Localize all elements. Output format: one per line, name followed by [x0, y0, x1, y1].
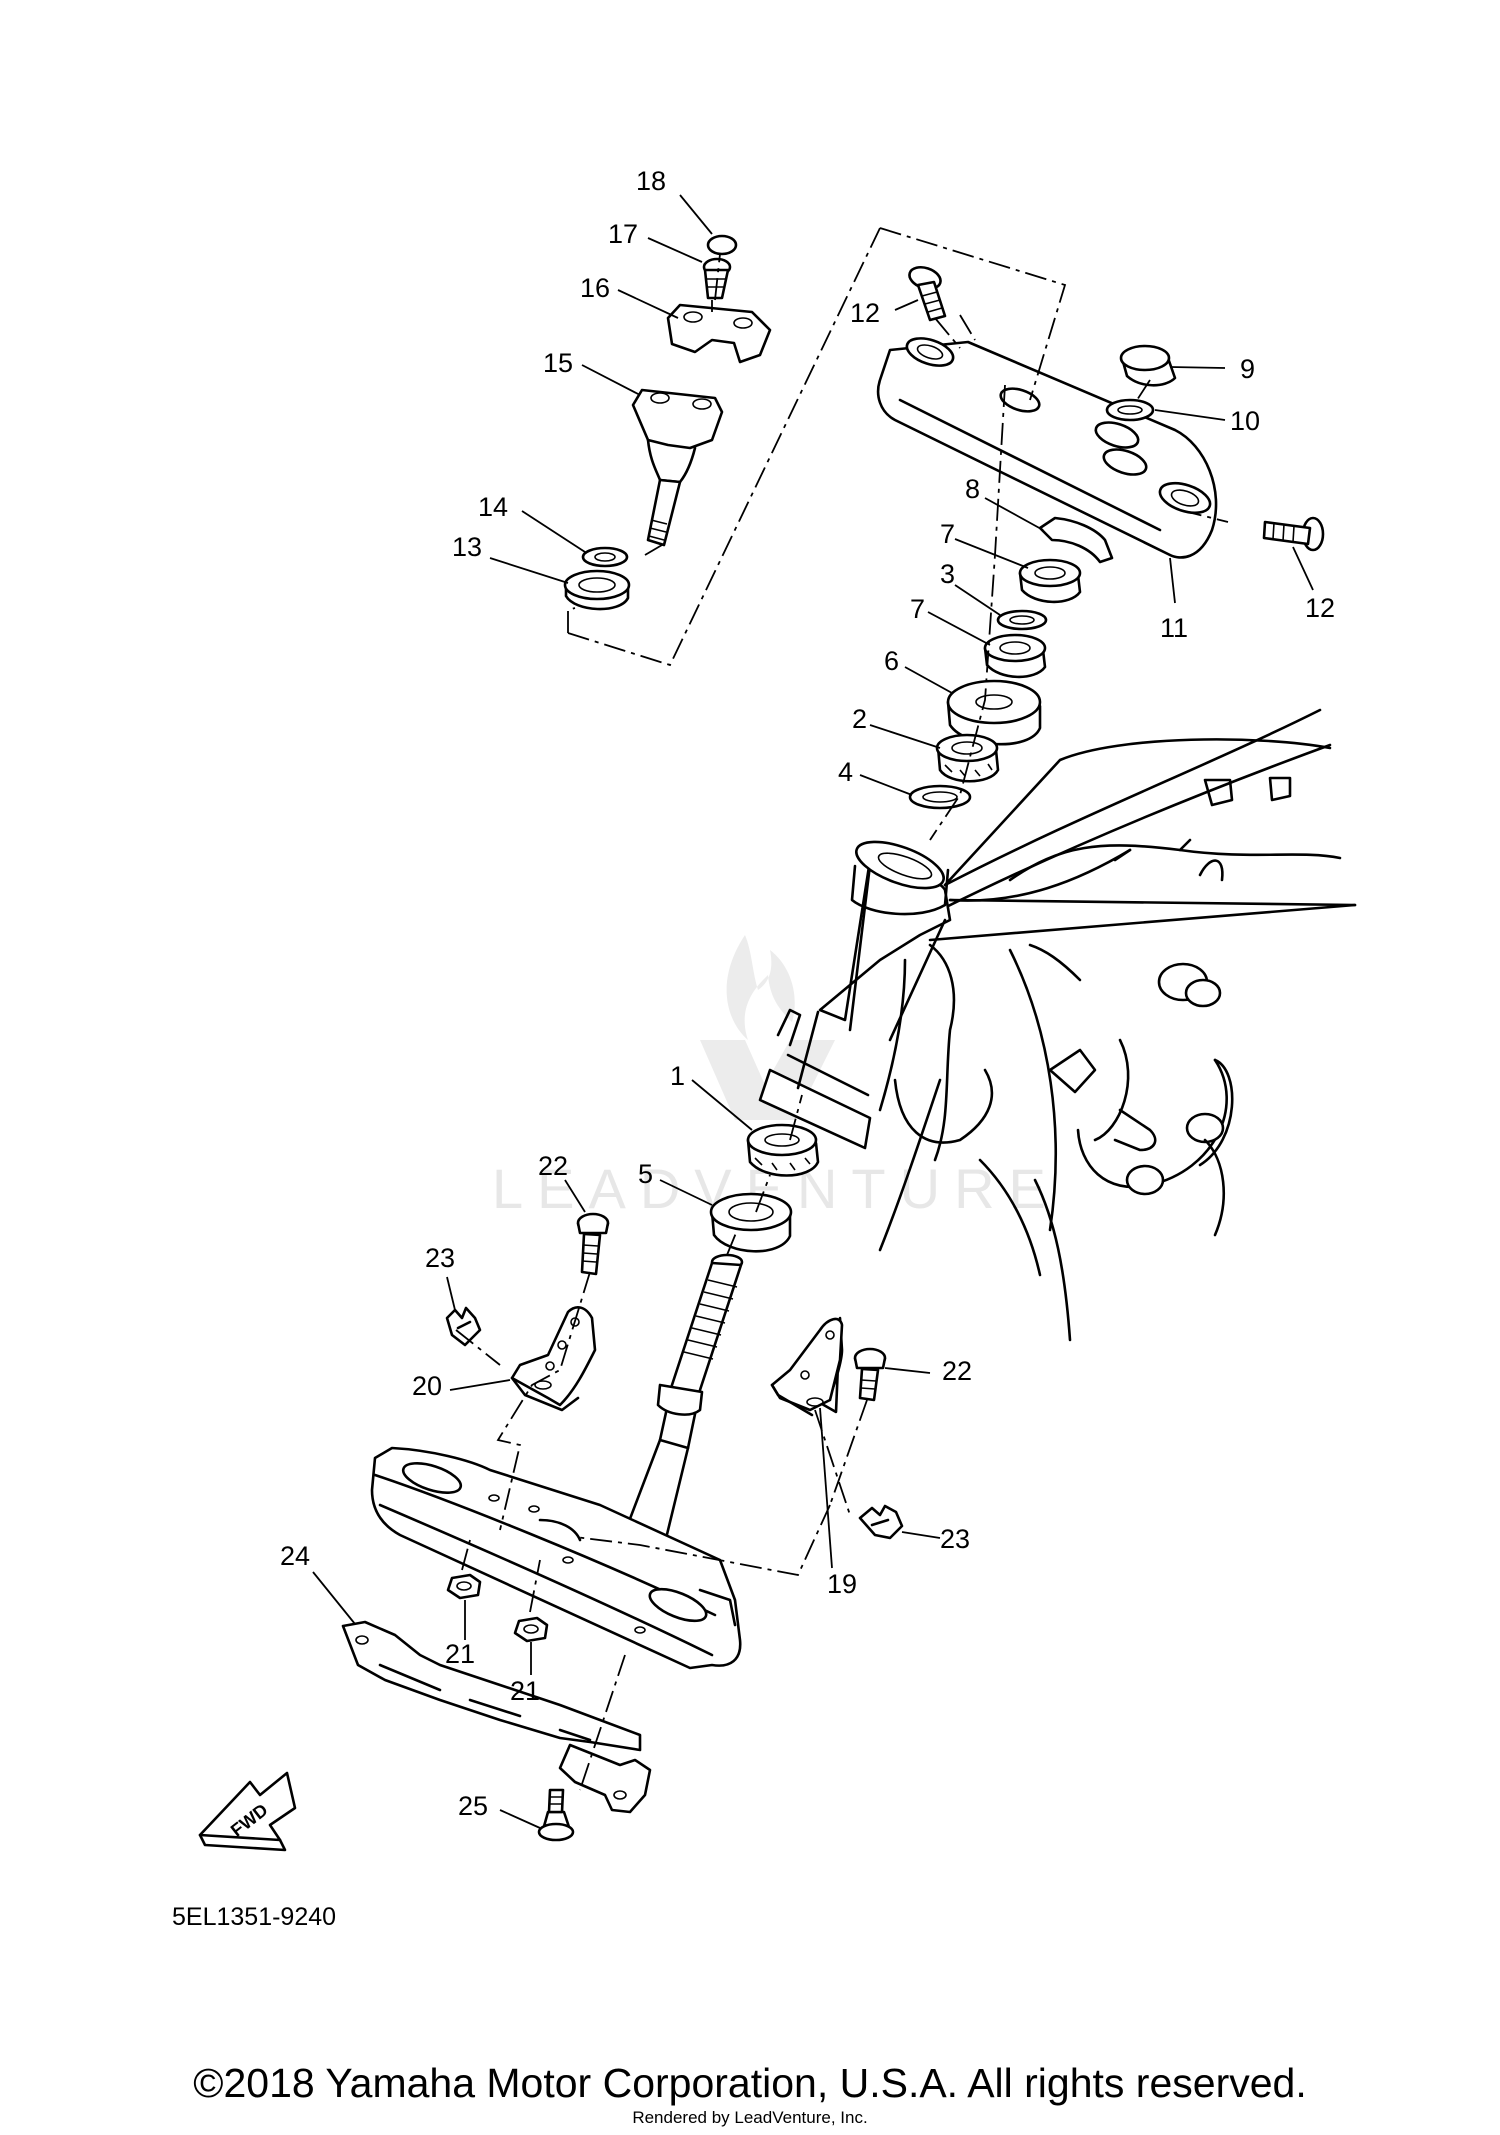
callout-22-left: 22 [538, 1151, 568, 1181]
callout-20: 20 [412, 1371, 442, 1401]
cap-18 [706, 234, 738, 256]
bolt-17 [702, 257, 732, 300]
callout-4: 4 [838, 757, 853, 787]
upper-bracket [876, 337, 1218, 559]
callout-24: 24 [280, 1541, 310, 1571]
rendered-by-notice: Rendered by LeadVenture, Inc. [632, 2108, 868, 2127]
callout-9: 9 [1240, 354, 1255, 384]
damper-13 [563, 569, 631, 611]
callout-15: 15 [543, 348, 573, 378]
callout-7-lower: 7 [910, 594, 925, 624]
callout-22-right: 22 [942, 1356, 972, 1386]
callout-23-right: 23 [940, 1524, 970, 1554]
upper-holder-16 [666, 303, 772, 364]
washer-10 [1105, 398, 1155, 422]
bracket-20 [510, 1306, 597, 1412]
bracket-19 [770, 1316, 844, 1417]
lower-holder-15 [631, 388, 724, 547]
diagram-code: 5EL1351-9240 [172, 1903, 336, 1931]
callout-17: 17 [608, 219, 638, 249]
washer-14 [581, 546, 629, 568]
cap-nut-9 [1119, 344, 1177, 387]
bolt-22-right [853, 1347, 887, 1402]
under-bracket-stem [370, 1253, 744, 1670]
callout-5: 5 [638, 1159, 653, 1189]
washer-3 [996, 609, 1048, 631]
bearing-1 [746, 1123, 820, 1177]
steering-head-tube [758, 840, 952, 1150]
leader-lines [312, 194, 1314, 1829]
assembly-lines [455, 227, 1229, 1791]
ring-nut-7-lower [983, 633, 1047, 679]
nut-21-left [446, 1573, 482, 1600]
callout-6: 6 [884, 646, 899, 676]
callout-2: 2 [852, 704, 867, 734]
callout-8: 8 [965, 474, 980, 504]
copyright-notice: ©2018 Yamaha Motor Corporation, U.S.A. A… [193, 2060, 1307, 2106]
clamp-23-right [858, 1504, 904, 1540]
callout-21-left: 21 [445, 1639, 475, 1669]
ring-nut-7-upper [1018, 558, 1082, 604]
callout-19: 19 [827, 1569, 857, 1599]
nut-21-right [513, 1616, 549, 1643]
bolt-12-upper-left [908, 265, 947, 322]
callout-13: 13 [452, 532, 482, 562]
callout-11: 11 [1160, 613, 1188, 643]
callout-7-upper: 7 [940, 519, 955, 549]
guard-24 [341, 1620, 652, 1814]
callout-18: 18 [636, 166, 666, 196]
callouts: 18 17 16 15 14 13 12 12 9 10 11 8 7 3 7 … [280, 166, 1335, 1821]
bolt-12-right [1262, 516, 1325, 552]
lock-washer-8 [1038, 516, 1114, 564]
cover-6 [946, 679, 1042, 746]
callout-25: 25 [458, 1791, 488, 1821]
callout-21-right: 21 [510, 1676, 540, 1706]
callout-12-upper: 12 [850, 298, 880, 328]
callout-1: 1 [670, 1061, 685, 1091]
callout-12-right: 12 [1305, 593, 1335, 623]
callout-10: 10 [1230, 406, 1260, 436]
callout-16: 16 [580, 273, 610, 303]
bolt-25 [537, 1788, 575, 1842]
callout-3: 3 [940, 559, 955, 589]
bolt-22-left [576, 1212, 610, 1276]
clamp-23-left [445, 1306, 482, 1347]
bearing-2 [935, 733, 1000, 783]
callout-14: 14 [478, 492, 508, 522]
frame [878, 708, 1357, 1342]
seal-5 [709, 1192, 793, 1253]
callout-23-left: 23 [425, 1243, 455, 1273]
fwd-arrow-icon: FWD [198, 1771, 297, 1852]
